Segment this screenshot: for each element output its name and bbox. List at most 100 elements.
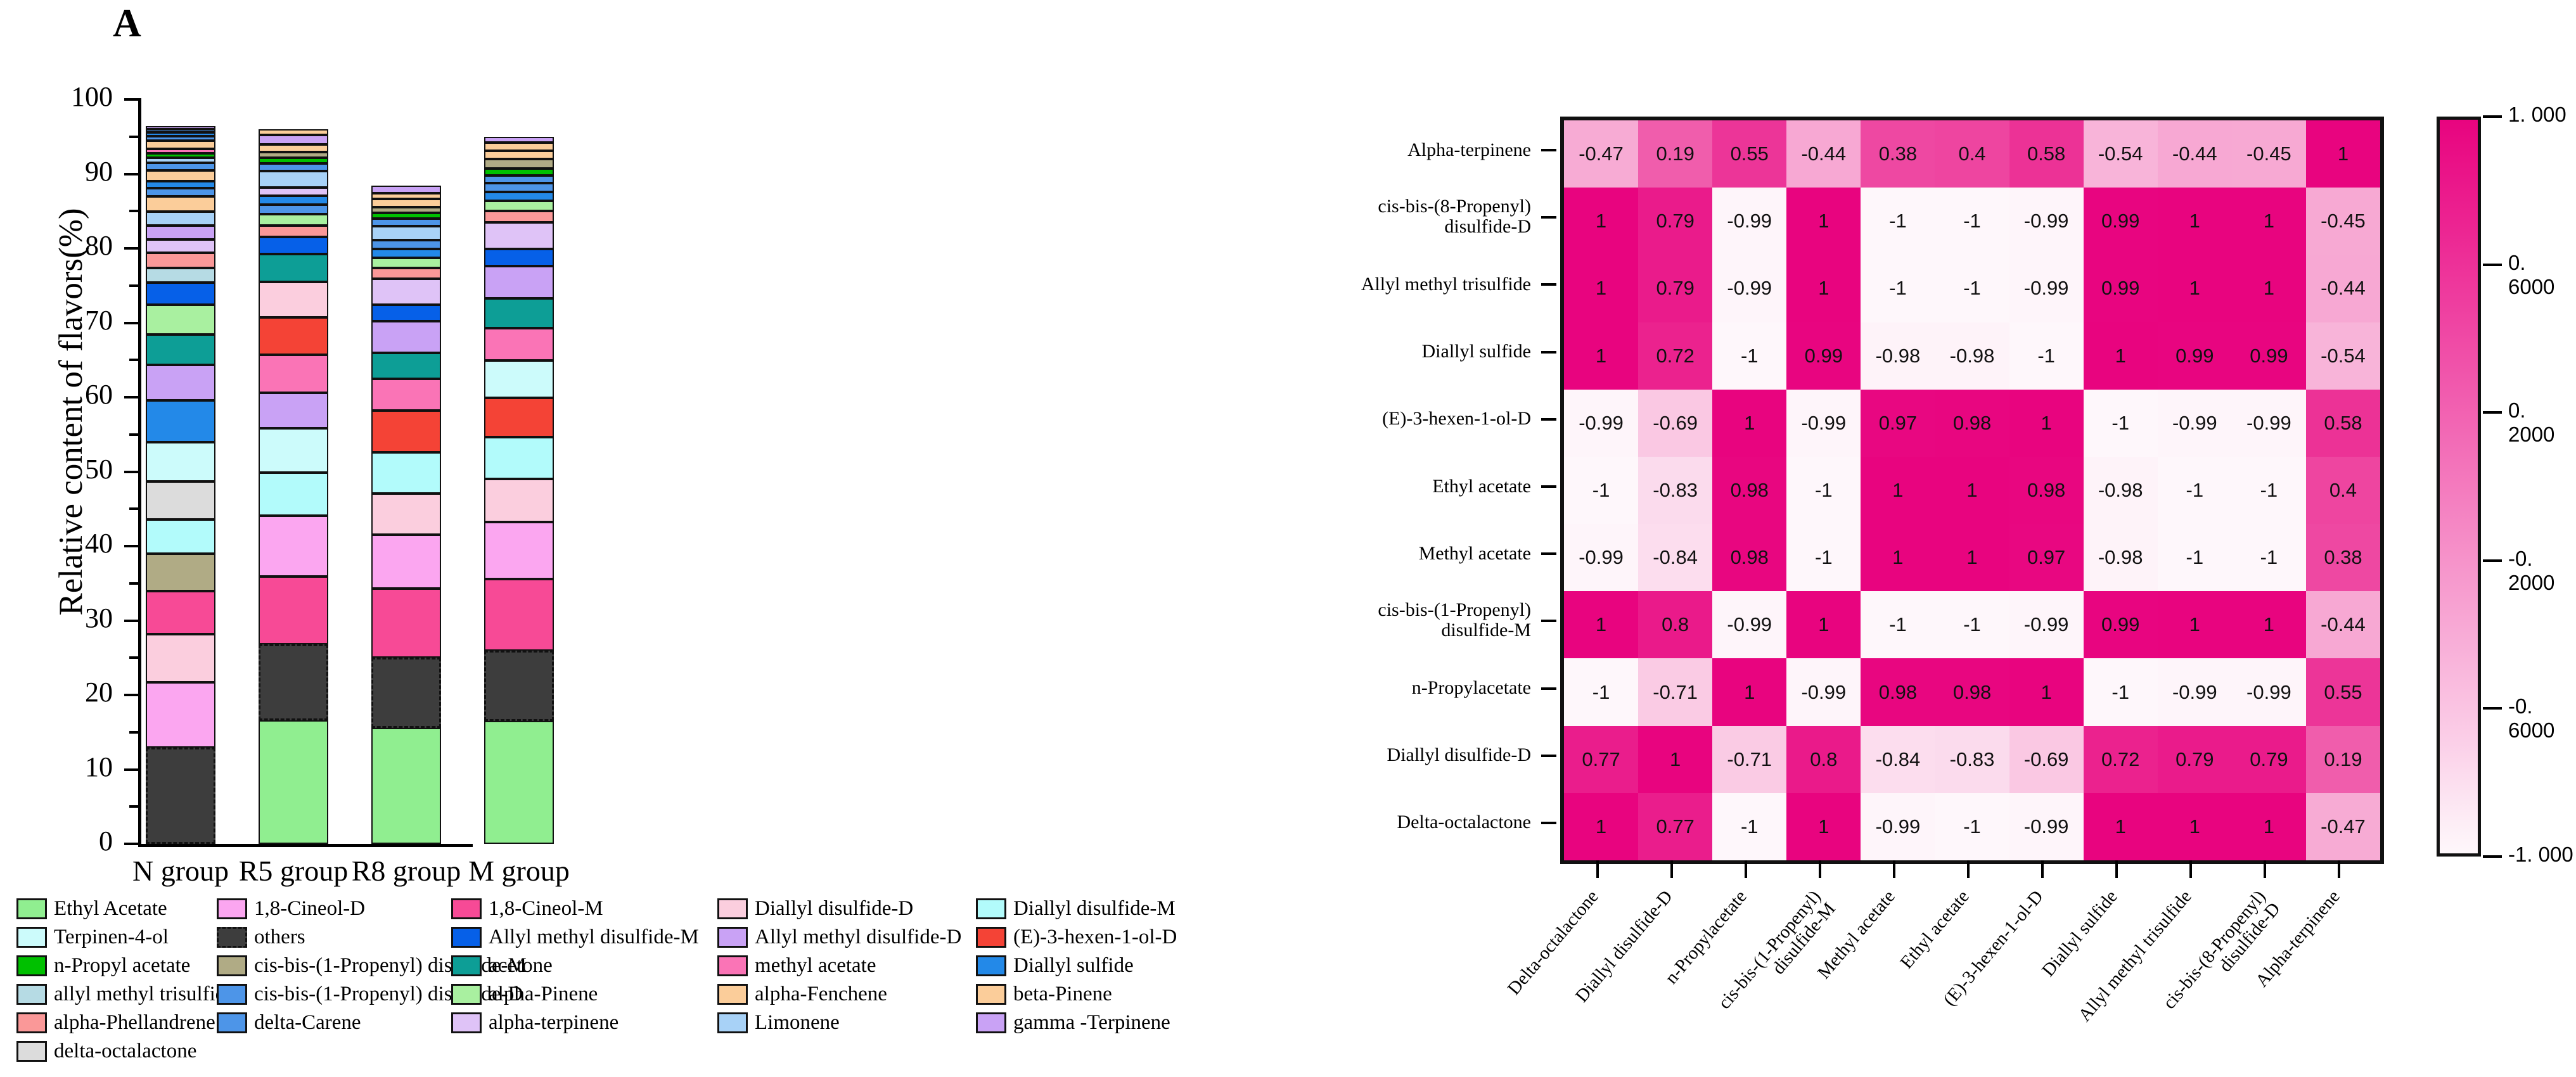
heatmap-cell: 1 [2231, 591, 2306, 659]
heatmap-cell: 1 [2083, 322, 2158, 390]
y-tick-label: 0 [99, 825, 113, 857]
y-tick-minor [129, 805, 138, 808]
legend-item[interactable]: Diallyl sulfide [976, 955, 1134, 976]
legend-label: Ethyl Acetate [54, 897, 167, 920]
legend-swatch [16, 1041, 47, 1062]
y-tick-minor [129, 507, 138, 511]
y-tick-label: 10 [85, 751, 113, 782]
legend-swatch [976, 984, 1006, 1005]
y-tick-label: 30 [85, 602, 113, 634]
heatmap-cell: -0.44 [1786, 120, 1861, 188]
x-tick-label: R5 group [238, 855, 349, 887]
bar-segment [371, 249, 441, 258]
legend-item[interactable]: delta-Carene [217, 1012, 361, 1033]
heatmap-cell: -1 [1786, 456, 1861, 525]
legend-item[interactable]: methyl acetate [717, 955, 876, 976]
bar-segment [146, 153, 215, 158]
legend-item[interactable]: alpha-terpinene [451, 1012, 618, 1033]
bar-segment [259, 472, 328, 516]
legend-swatch [976, 1012, 1006, 1033]
bar-segment [259, 355, 328, 393]
heatmap-cell: -0.45 [2231, 120, 2306, 188]
heatmap-cell: -0.99 [1564, 524, 1639, 592]
stacked-bar-r5-group[interactable] [259, 99, 328, 844]
legend-item[interactable]: alpha-Fenchene [717, 984, 887, 1005]
stacked-bar-m-group[interactable] [484, 99, 554, 844]
legend-swatch [717, 927, 748, 948]
heatmap-cell: -0.99 [2009, 188, 2084, 255]
legend-swatch [16, 927, 47, 948]
legend-item[interactable]: Allyl methyl disulfide-D [717, 927, 961, 948]
heatmap-cell: 1 [1564, 793, 1639, 860]
heatmap-cell: 1 [1564, 255, 1639, 322]
legend-item[interactable]: n-Propyl acetate [16, 955, 190, 976]
heatmap-cell: 0.72 [1638, 322, 1713, 390]
stacked-bar-n-group[interactable] [146, 99, 215, 844]
bar-segment [259, 225, 328, 238]
legend-swatch [217, 927, 247, 948]
heatmap-row-label: Diallyl sulfide [1421, 341, 1531, 362]
legend-label: Allyl methyl disulfide-M [489, 926, 699, 948]
heatmap-cell: 0.98 [1712, 456, 1787, 525]
heatmap-cell: -0.99 [2157, 658, 2232, 726]
stacked-bar-r8-group[interactable] [371, 99, 441, 844]
legend-item[interactable]: 1,8-Cineol-D [217, 898, 365, 919]
heatmap-col-tick [1892, 860, 1895, 878]
legend-item[interactable]: gamma -Terpinene [976, 1012, 1170, 1033]
y-tick-major [124, 172, 138, 175]
legend-item[interactable]: Ethyl Acetate [16, 898, 167, 919]
heatmap-cell: 1 [2157, 188, 2232, 255]
heatmap-cell: 1 [2157, 255, 2232, 322]
legend-item[interactable]: Diallyl disulfide-M [976, 898, 1176, 919]
legend-item[interactable]: Terpinen-4-ol [16, 927, 169, 948]
heatmap-cell: -1 [1786, 524, 1861, 592]
legend-label: gamma -Terpinene [1013, 1011, 1170, 1034]
legend-item[interactable]: delta-octalactone [16, 1041, 196, 1062]
legend-item[interactable]: alpha-Pinene [451, 984, 598, 1005]
legend-item[interactable]: (E)-3-hexen-1-ol-D [976, 927, 1177, 948]
heatmap-cell: -0.98 [1935, 322, 2009, 390]
heatmap-col-tick [1967, 860, 1970, 878]
heatmap-cell: -1 [1935, 591, 2009, 659]
bar-segment [484, 211, 554, 222]
bar-segment [484, 650, 554, 722]
legend-item[interactable]: allyl methyl trisulfide [16, 984, 235, 1005]
legend-item[interactable]: Limonene [717, 1012, 840, 1033]
legend-label: allyl methyl trisulfide [54, 983, 235, 1005]
heatmap-row-label: Methyl acetate [1418, 542, 1531, 564]
bar-segment [146, 239, 215, 253]
heatmap-col-tick [2115, 860, 2118, 878]
bar-segment [484, 222, 554, 250]
y-tick-label: 90 [85, 155, 113, 187]
heatmap-col-tick [2041, 860, 2044, 878]
legend-item[interactable]: others [217, 927, 305, 948]
heatmap-cell: 0.4 [1935, 120, 2009, 188]
legend-item[interactable]: Allyl methyl disulfide-M [451, 927, 699, 948]
y-tick-minor [129, 284, 138, 287]
heatmap-cell: 0.79 [2157, 725, 2232, 793]
heatmap-cell: -0.47 [1564, 120, 1639, 188]
y-tick-label: 50 [85, 453, 113, 485]
heatmap-cell: 0.77 [1638, 793, 1713, 860]
legend-item[interactable]: beta-Pinene [976, 984, 1112, 1005]
legend-item[interactable]: Diallyl disulfide-D [717, 898, 913, 919]
bar-segment [146, 253, 215, 268]
heatmap-cell: -0.99 [1786, 389, 1861, 457]
heatmap-row-tick [1541, 216, 1556, 219]
legend-label: others [254, 926, 305, 948]
legend-item[interactable]: acetone [451, 955, 553, 976]
legend-item[interactable]: 1,8-Cineol-M [451, 898, 603, 919]
y-tick-minor [129, 656, 138, 660]
bar-segment [484, 721, 554, 844]
heatmap-cell: 1 [2231, 255, 2306, 322]
legend-item[interactable]: alpha-Phellandrene [16, 1012, 215, 1033]
y-tick-minor [129, 135, 138, 138]
y-tick-major [124, 545, 138, 547]
bar-segment [259, 515, 328, 577]
bar-segment [146, 225, 215, 239]
legend-swatch [717, 955, 748, 976]
y-tick-major [124, 321, 138, 324]
bar-segment [146, 129, 215, 132]
